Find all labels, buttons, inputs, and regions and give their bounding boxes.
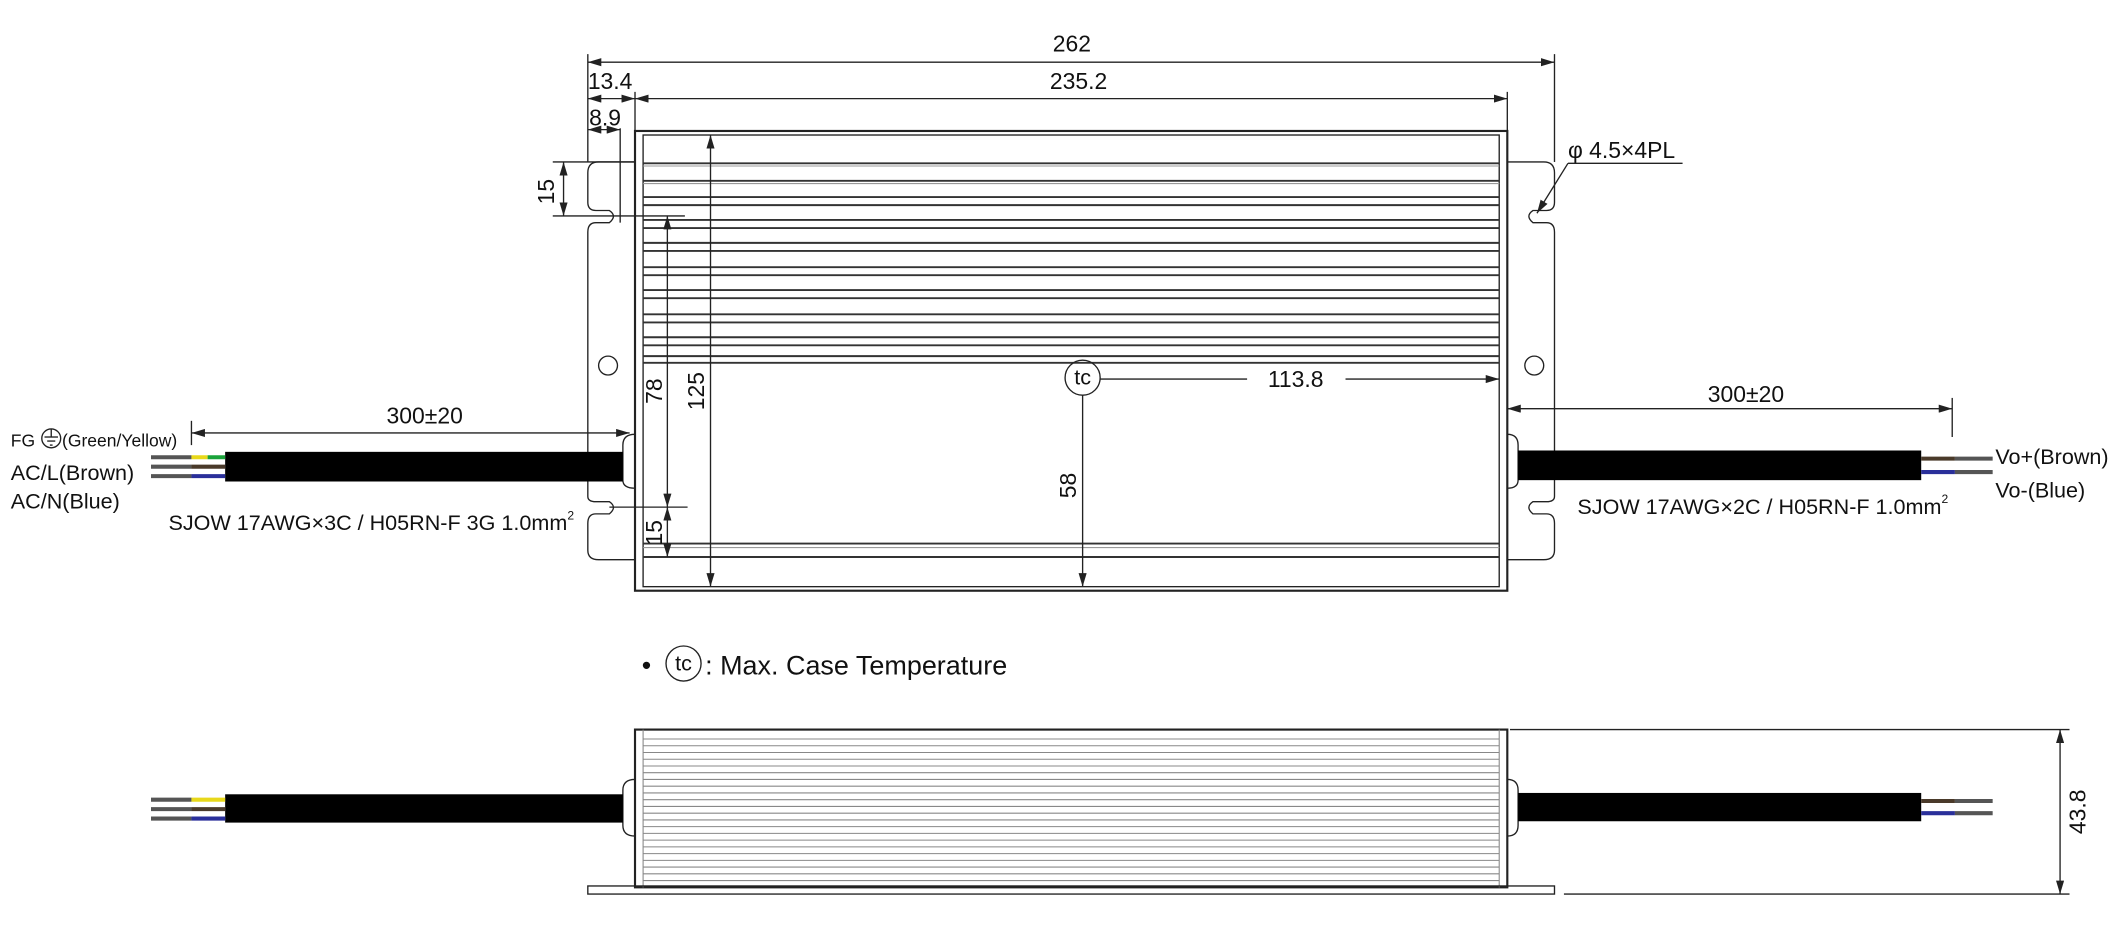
housing-top: [633, 129, 1509, 592]
heatsink-fins: [643, 162, 1500, 558]
dim-tc-y: 58: [1055, 473, 1081, 498]
vo-positive-label: Vo+(Brown): [1995, 444, 2108, 469]
input-cable: [151, 433, 636, 489]
ac-neutral-label: AC/N(Blue): [11, 488, 120, 513]
dim-hole-spacing: 78: [641, 378, 667, 403]
left-flange: [587, 161, 636, 561]
legend-tc-symbol: tc: [675, 650, 692, 675]
tc-symbol-icon: [665, 645, 702, 682]
input-cable-spec: SJOW 17AWG×3C / H05RN-F 3G 1.0mm2: [169, 508, 575, 535]
housing-side: [633, 728, 1509, 889]
ac-line-label: AC/L(Brown): [11, 460, 134, 485]
dim-total-width: 125: [683, 372, 709, 410]
output-cable-jacket: [1518, 450, 1922, 481]
vo-negative-label: Vo-(Blue): [1995, 478, 2085, 503]
earth-ground-icon: [41, 428, 62, 449]
side-input-cable: [225, 794, 623, 823]
dim-mounting-hole: φ 4.5×4PL: [1568, 137, 1675, 163]
legend-text: : Max. Case Temperature: [705, 650, 1007, 680]
dim-case-length: 235.2: [1050, 68, 1107, 94]
dim-overall-length: 262: [1053, 30, 1091, 56]
output-cable-spec: SJOW 17AWG×2C / H05RN-F 1.0mm2: [1577, 492, 1948, 519]
dim-hole-top-offset: 15: [533, 179, 559, 204]
input-cable-length: 300±20: [387, 403, 463, 429]
fg-label: FG: [11, 430, 35, 450]
right-oval-slot: [1524, 355, 1545, 376]
top-view: 262 235.2 13.4 8.9 15 125 78 15 tc 113.8: [11, 30, 2109, 592]
input-cable-jacket: [225, 451, 623, 482]
dim-tc-x: 113.8: [1268, 366, 1324, 392]
dim-flange-offset: 13.4: [588, 68, 633, 94]
output-cable: [1507, 433, 1993, 489]
left-oval-slot: [597, 355, 619, 376]
housing-inner-edge: [642, 134, 1500, 588]
dim-height: 43.8: [2065, 790, 2091, 835]
fg-color-label: (Green/Yellow): [62, 430, 177, 450]
side-fins: [642, 729, 1500, 888]
side-output-cable: [1518, 792, 1922, 822]
side-view: 43.8: [151, 728, 2091, 895]
dim-hole-offset: 8.9: [589, 105, 621, 131]
output-cable-length: 300±20: [1708, 381, 1784, 407]
legend-bullet: •: [642, 650, 651, 680]
legend: • tc : Max. Case Temperature: [642, 645, 1007, 682]
tc-point-label: tc: [1074, 364, 1091, 389]
right-flange: [1507, 161, 1556, 561]
base-flange: [587, 885, 1556, 895]
dim-hole-bottom-offset: 15: [641, 520, 667, 545]
